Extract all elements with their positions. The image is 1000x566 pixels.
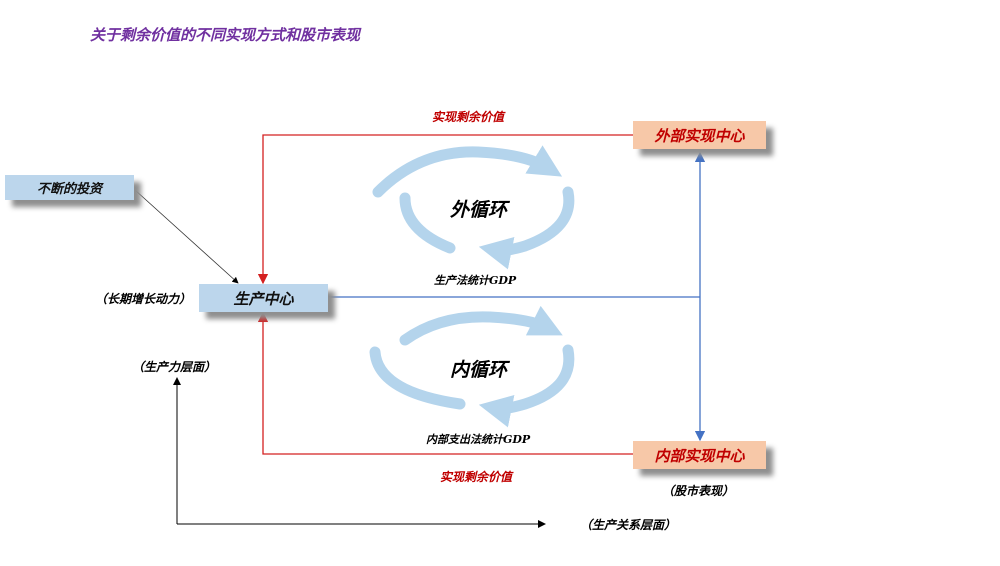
realize-surplus-bottom-label: 实现剩余价值 [440, 470, 513, 484]
investment-node: 不断的投资 [5, 175, 134, 200]
stock-market-label: （股市表现） [662, 484, 735, 498]
red-line-top [257, 134, 634, 285]
production-relations-level-label: （生产关系层面） [580, 518, 677, 532]
outer-cycle-label: 外循环 [450, 199, 508, 221]
external-realization-center-node: 外部实现中心 [633, 121, 766, 149]
outer-cycle-arrows-icon [372, 145, 575, 270]
production-center-node: 生产中心 [199, 284, 328, 312]
inner-cycle-label: 内循环 [450, 359, 508, 381]
internal-realization-center-node: 内部实现中心 [633, 441, 766, 469]
gdp-production-label: 生产法统计GDP [434, 274, 517, 287]
gdp-expenditure-label: 内部支出法统计GDP [426, 433, 531, 446]
long-term-growth-label: （长期增长动力） [95, 292, 192, 306]
red-line-bottom [257, 311, 634, 455]
inner-cycle-arrows-icon [369, 305, 575, 428]
page-title: 关于剩余价值的不同实现方式和股市表现 [90, 26, 361, 44]
productivity-level-label: （生产力层面） [132, 360, 217, 374]
realize-surplus-top-label: 实现剩余价值 [432, 110, 505, 124]
investment-arrow [134, 189, 239, 284]
